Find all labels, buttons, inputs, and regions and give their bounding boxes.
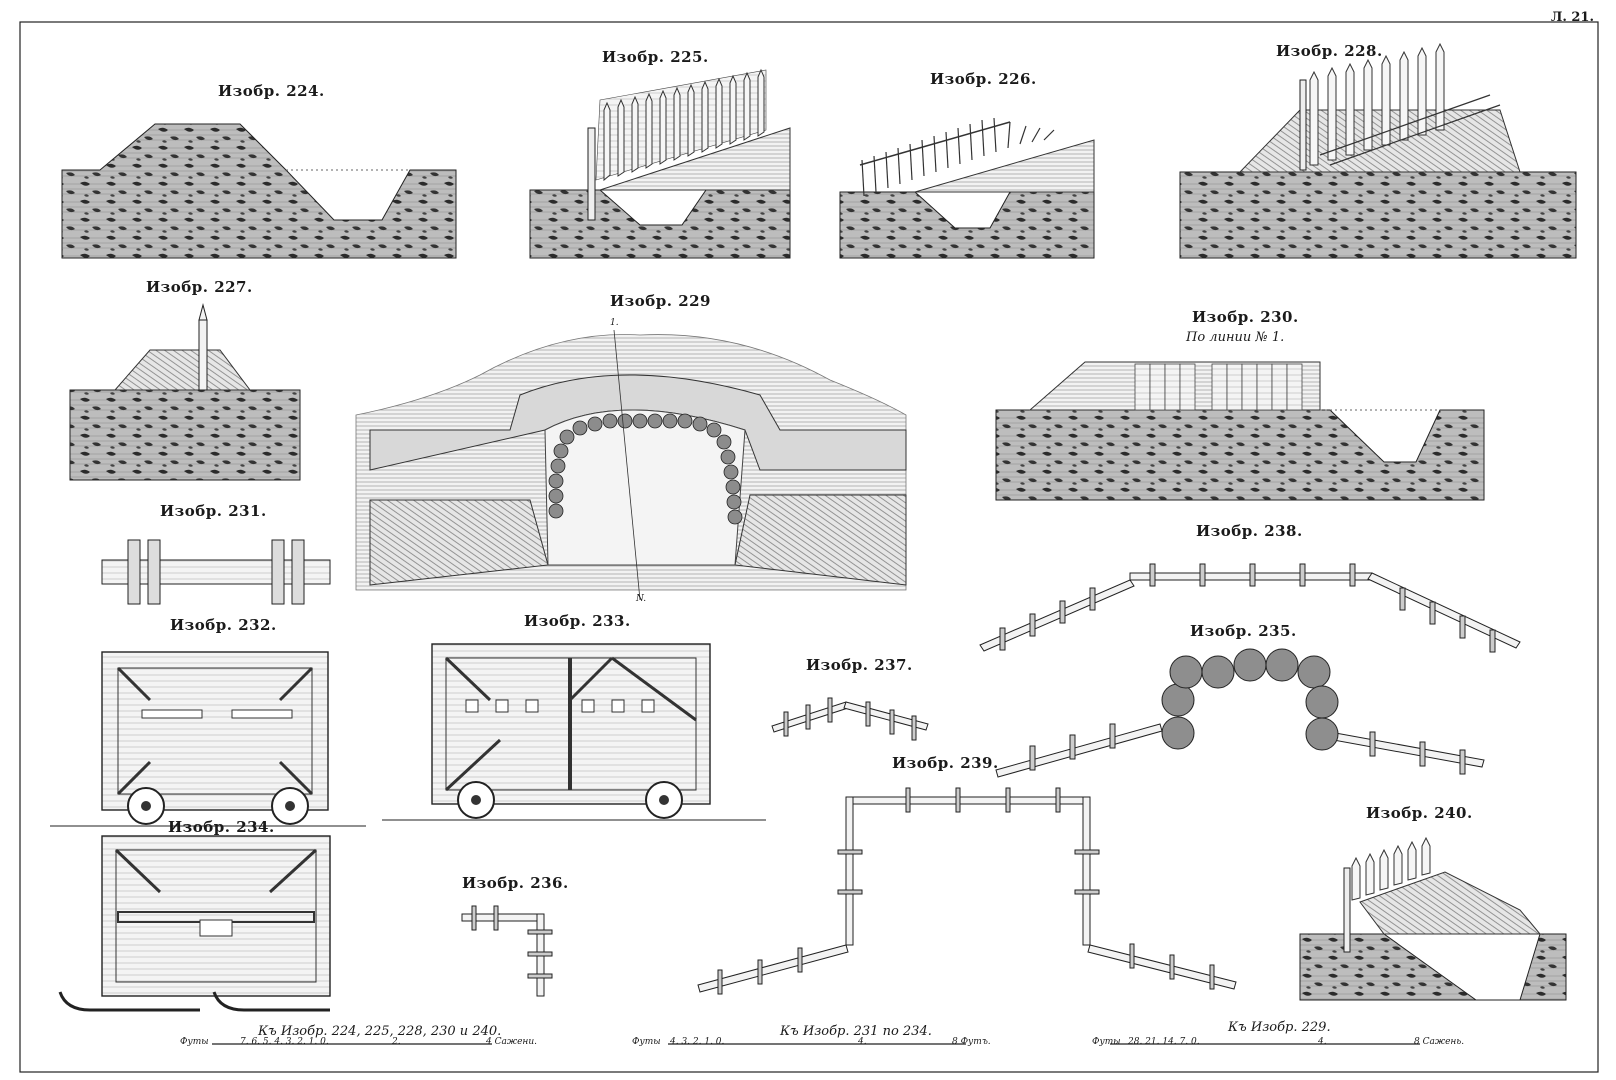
label-fig-240: Изобр. 240. [1366,804,1473,822]
scale-2-title: Къ Изобр. 231 по 234. [780,1024,932,1039]
figure-239-drawing [697,787,1237,995]
scale-2-unit: Футы [632,1037,661,1047]
figure-228-drawing [1179,42,1577,259]
figure-229-drawing [355,329,907,601]
figure-237-drawing [771,697,929,741]
scale-1-ticks: 7. 6. 5. 4. 3. 2. 1. 0. [240,1037,329,1047]
label-fig-234: Изобр. 234. [168,818,275,836]
scale-3-title: Къ Изобр. 229. [1228,1020,1331,1035]
sheet-number: Л. 21. [1550,10,1594,25]
label-fig-233: Изобр. 233. [524,612,631,630]
scale-3-mid: 4. [1318,1037,1327,1047]
scale-3-ticks: 28. 21. 14. 7. 0. [1128,1037,1200,1047]
figure-227-drawing [69,303,301,481]
plate-border [19,21,1599,1073]
figure-226-drawing [839,117,1095,259]
scale-1-unit: Футы [180,1037,209,1047]
scale-1-title: Къ Изобр. 224, 225, 228, 230 и 240. [258,1024,502,1039]
label-fig-226: Изобр. 226. [930,70,1037,88]
scale-1-end: 4 Сажени. [486,1037,537,1047]
label-fig-230-subtitle: По линии № 1. [1186,330,1285,345]
scale-2-mid: 4. [858,1037,867,1047]
label-fig-232: Изобр. 232. [170,616,277,634]
label-fig-224: Изобр. 224. [218,82,325,100]
figure-238-drawing [979,563,1521,653]
label-fig-237: Изобр. 237. [806,656,913,674]
scale-1-mid: 2. [392,1037,401,1047]
scale-3-end: 8 Сажень. [1414,1037,1465,1047]
label-fig-228: Изобр. 228. [1276,42,1383,60]
figure-231-drawing [101,539,331,605]
figure-234-drawing [58,835,331,1012]
label-fig-227: Изобр. 227. [146,278,253,296]
label-fig-235: Изобр. 235. [1190,622,1297,640]
label-fig-238: Изобр. 238. [1196,522,1303,540]
label-fig-225: Изобр. 225. [602,48,709,66]
scale-2-end: 8 Футъ. [952,1037,991,1047]
figure-233-drawing [382,643,766,821]
figure-235-drawing [995,648,1485,778]
label-fig-231: Изобр. 231. [160,502,267,520]
label-fig-239: Изобр. 239. [892,754,999,772]
figure-230-drawing [995,361,1485,501]
scale-3-unit: Футы [1092,1037,1121,1047]
label-fig-229: Изобр. 229 [610,292,711,310]
figure-236-drawing [461,905,553,997]
figure-240-drawing [1299,836,1567,1001]
figure-232-drawing [50,651,366,827]
figure-225-drawing [529,68,791,259]
figure-224-drawing [61,123,457,259]
label-fig-230: Изобр. 230. [1192,308,1299,326]
section-mark-bottom: N. [636,594,647,604]
scale-2-ticks: 4. 3. 2. 1. 0. [670,1037,725,1047]
label-fig-236: Изобр. 236. [462,874,569,892]
section-mark-top: 1. [610,318,619,328]
